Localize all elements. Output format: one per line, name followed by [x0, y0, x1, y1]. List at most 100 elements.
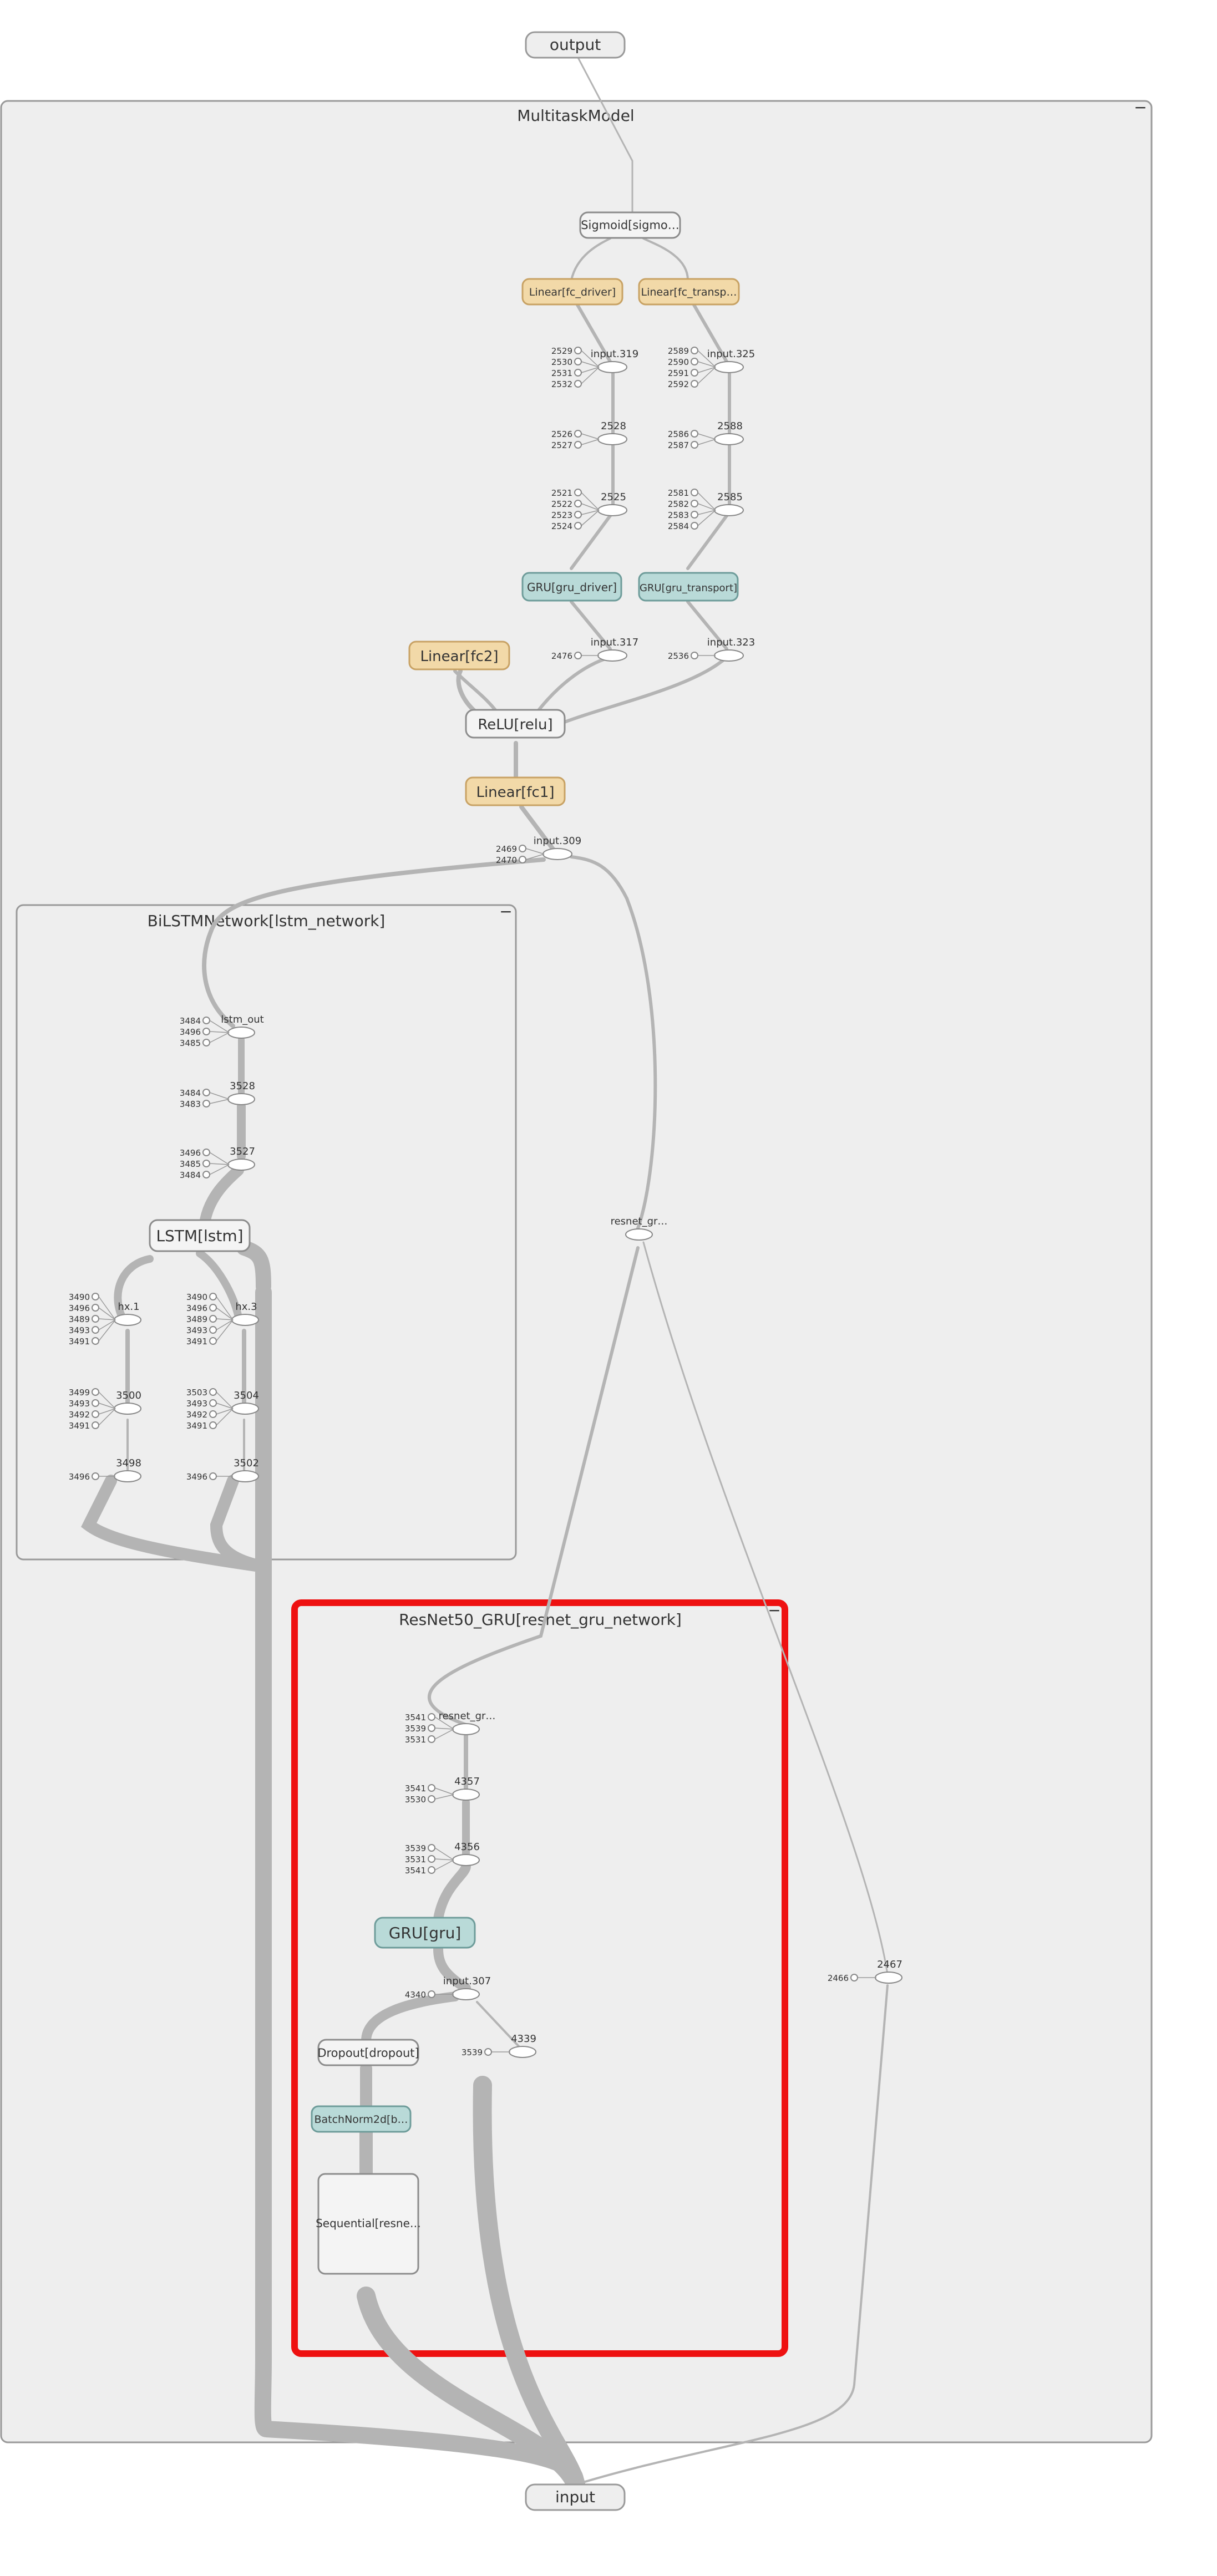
constant-node[interactable] — [92, 1337, 99, 1345]
constant-node[interactable] — [574, 511, 582, 519]
output-node[interactable]: output — [525, 31, 626, 59]
constant-node[interactable] — [209, 1326, 217, 1334]
constant-node[interactable] — [574, 652, 582, 659]
constant-node[interactable] — [691, 500, 698, 507]
constant-node[interactable] — [691, 358, 698, 365]
resnet-panel[interactable]: ResNet50_GRU[resnet_gru_network] − — [291, 1599, 788, 2357]
constant-node[interactable] — [691, 380, 698, 388]
constant-node[interactable] — [92, 1388, 99, 1396]
constant-node[interactable] — [202, 1149, 210, 1156]
constant-node[interactable] — [428, 1795, 435, 1803]
op-resnet-out[interactable]: resnet_gr… — [611, 1216, 668, 1241]
constant-node[interactable] — [691, 441, 698, 449]
constant-node[interactable] — [92, 1410, 99, 1418]
op-2585[interactable]: 2585 — [714, 491, 744, 516]
dropout-node[interactable]: Dropout[dropout] — [317, 2039, 419, 2066]
constant-node[interactable] — [209, 1337, 217, 1345]
constant-node[interactable] — [202, 1160, 210, 1167]
resnet-collapse-button[interactable]: − — [768, 1601, 780, 1619]
constant-node[interactable] — [92, 1421, 99, 1429]
op-input309[interactable]: input.309 — [534, 835, 581, 860]
constant-node[interactable] — [574, 358, 582, 365]
fc1-node[interactable]: Linear[fc1] — [465, 776, 566, 806]
op-3504[interactable]: 3504 — [231, 1390, 259, 1415]
op-input325[interactable]: input.325 — [707, 348, 755, 373]
constant-node[interactable] — [574, 369, 582, 377]
fc-transport-node[interactable]: Linear[fc_transp… — [638, 278, 740, 306]
op-3498[interactable]: 3498 — [114, 1457, 141, 1482]
constant-node[interactable] — [92, 1304, 99, 1312]
gru-node[interactable]: GRU[gru] — [374, 1917, 476, 1949]
op-2588[interactable]: 2588 — [714, 420, 744, 445]
constant-node[interactable] — [574, 347, 582, 354]
constant-node[interactable] — [574, 430, 582, 438]
constant-node[interactable] — [691, 511, 698, 519]
constant-node[interactable] — [202, 1100, 210, 1107]
op-2525[interactable]: 2525 — [597, 491, 627, 516]
constant-node[interactable] — [574, 522, 582, 530]
op-3502[interactable]: 3502 — [231, 1457, 259, 1482]
outer-collapse-button[interactable]: − — [1134, 98, 1147, 116]
relu-node[interactable]: ReLU[relu] — [465, 709, 566, 739]
op-4339[interactable]: 4339 — [509, 2033, 536, 2058]
constant-node[interactable] — [428, 1990, 435, 1998]
constant-node[interactable] — [209, 1315, 217, 1323]
constant-node[interactable] — [202, 1089, 210, 1096]
constant-node[interactable] — [428, 1844, 435, 1852]
constant-node[interactable] — [202, 1028, 210, 1035]
op-input319[interactable]: input.319 — [591, 348, 638, 373]
constant-node[interactable] — [428, 1724, 435, 1732]
constant-node[interactable] — [691, 369, 698, 377]
constant-node[interactable] — [428, 1866, 435, 1874]
batchnorm-node[interactable]: BatchNorm2d[b… — [311, 2105, 412, 2133]
constant-node[interactable] — [691, 347, 698, 354]
gru-transport-node[interactable]: GRU[gru_transport] — [638, 572, 739, 602]
constant-node[interactable] — [519, 845, 526, 852]
constant-node[interactable] — [202, 1039, 210, 1046]
lstm-collapse-button[interactable]: − — [499, 902, 512, 921]
op-2467[interactable]: 2467 — [875, 1959, 902, 1984]
constant-node[interactable] — [484, 2048, 492, 2056]
constant-node[interactable] — [691, 652, 698, 659]
constant-node[interactable] — [691, 489, 698, 496]
op-input317[interactable]: input.317 — [591, 637, 638, 662]
op-2528[interactable]: 2528 — [597, 420, 627, 445]
constant-node[interactable] — [428, 1713, 435, 1721]
sigmoid-node[interactable]: Sigmoid[sigmo… — [579, 211, 681, 239]
op-input307[interactable]: input.307 — [443, 1975, 491, 2000]
input-node[interactable]: input — [525, 2483, 626, 2511]
constant-node[interactable] — [92, 1326, 99, 1334]
constant-node[interactable] — [202, 1017, 210, 1024]
constant-node[interactable] — [209, 1399, 217, 1407]
constant-node[interactable] — [92, 1399, 99, 1407]
op-4357[interactable]: 4357 — [452, 1776, 480, 1801]
constant-node[interactable] — [209, 1472, 217, 1480]
constant-node[interactable] — [209, 1421, 217, 1429]
constant-node[interactable] — [428, 1855, 435, 1863]
constant-node[interactable] — [92, 1472, 99, 1480]
constant-node[interactable] — [209, 1410, 217, 1418]
constant-node[interactable] — [209, 1388, 217, 1396]
op-lstm-out[interactable]: lstm_out — [221, 1014, 264, 1039]
constant-node[interactable] — [92, 1315, 99, 1323]
constant-node[interactable] — [428, 1784, 435, 1792]
op-resnet-gru-in[interactable]: resnet_gr… — [439, 1710, 496, 1735]
fc-driver-node[interactable]: Linear[fc_driver] — [521, 278, 623, 306]
constant-node[interactable] — [202, 1171, 210, 1178]
constant-node[interactable] — [850, 1974, 858, 1981]
constant-node[interactable] — [92, 1293, 99, 1300]
constant-node[interactable] — [519, 856, 526, 863]
constant-node[interactable] — [691, 522, 698, 530]
lstm-node[interactable]: LSTM[lstm] — [149, 1219, 251, 1252]
fc2-node[interactable]: Linear[fc2] — [408, 641, 510, 670]
op-3528[interactable]: 3528 — [227, 1080, 255, 1105]
constant-node[interactable] — [574, 500, 582, 507]
constant-node[interactable] — [574, 380, 582, 388]
gru-driver-node[interactable]: GRU[gru_driver] — [521, 572, 622, 602]
sequential-node[interactable]: Sequential[resne… — [316, 2173, 421, 2275]
constant-node[interactable] — [428, 1735, 435, 1743]
constant-node[interactable] — [574, 441, 582, 449]
constant-node[interactable] — [691, 430, 698, 438]
constant-node[interactable] — [574, 489, 582, 496]
constant-node[interactable] — [209, 1304, 217, 1312]
